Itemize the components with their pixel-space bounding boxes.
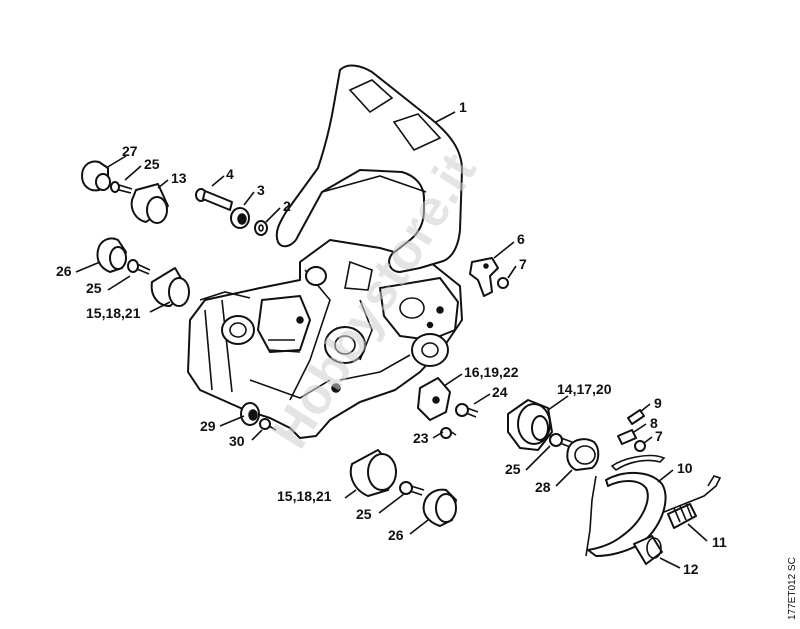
part-7-screw-lower (634, 440, 646, 452)
label-25-bottom: 25 (356, 506, 372, 522)
label-23: 23 (413, 430, 429, 446)
label-25-top: 25 (144, 156, 160, 172)
label-2: 2 (283, 198, 291, 214)
part-29-bushing (240, 402, 260, 426)
part-14-buffer-right (507, 399, 553, 451)
label-13: 13 (171, 170, 187, 186)
label-15-18-21-left: 15,18,21 (86, 305, 141, 321)
handle-bar (275, 64, 463, 273)
label-30: 30 (229, 433, 245, 449)
label-6: 6 (517, 231, 525, 247)
label-3: 3 (257, 182, 265, 198)
label-16-19-22: 16,19,22 (464, 364, 519, 380)
label-10: 10 (677, 460, 693, 476)
label-7-top: 7 (519, 256, 527, 272)
part-12-sleeve (633, 535, 663, 565)
part-26-cap-bottom (422, 488, 457, 527)
part-13-annular-buffer (130, 183, 169, 224)
label-25-right: 25 (505, 461, 521, 477)
label-9: 9 (654, 395, 662, 411)
part-3-bushing (230, 207, 250, 229)
part-4-screw (195, 188, 233, 211)
part-25-screw-top (110, 181, 133, 194)
label-8: 8 (650, 415, 658, 431)
label-27: 27 (122, 143, 138, 159)
label-24: 24 (492, 384, 508, 400)
label-1: 1 (459, 99, 467, 115)
part-24-screw (455, 403, 479, 418)
part-28-cap (566, 438, 600, 471)
part-25-screw-bottom (399, 481, 425, 496)
label-14-17-20: 14,17,20 (557, 381, 612, 397)
part-25-screw-left (127, 259, 151, 275)
label-26-left: 26 (56, 263, 72, 279)
label-28: 28 (535, 479, 551, 495)
label-15-18-21-bottom: 15,18,21 (277, 488, 332, 504)
label-12: 12 (683, 561, 699, 577)
crankcase-housing (187, 239, 463, 439)
part-labels: 1 27 25 13 4 3 2 6 7 26 25 15,18,21 16,1… (56, 99, 727, 577)
part-11-spring (663, 475, 722, 529)
part-26-cap-left (96, 237, 127, 273)
part-9-clip (627, 409, 645, 425)
label-29: 29 (200, 418, 216, 434)
part-23-screw (440, 427, 457, 439)
part-7-screw-top (497, 277, 509, 289)
part-2-washer (254, 220, 268, 236)
part-6-bracket (469, 257, 499, 297)
label-7-lower: 7 (655, 428, 663, 444)
part-8-pin (617, 429, 637, 445)
drawing-code: 177ET012 SC (787, 557, 798, 620)
leader-lines (75, 111, 708, 569)
part-10-band (585, 454, 667, 557)
label-4: 4 (226, 166, 234, 182)
label-25-left: 25 (86, 280, 102, 296)
part-16-mount (417, 377, 451, 421)
part-15-buffer-left (150, 267, 190, 307)
part-27-buffer-cap (81, 160, 111, 192)
label-26-bottom: 26 (388, 527, 404, 543)
part-25-screw-right (549, 433, 573, 448)
part-30-screw (259, 418, 277, 431)
label-11: 11 (712, 534, 727, 550)
part-15-buffer-bottom (349, 449, 397, 497)
